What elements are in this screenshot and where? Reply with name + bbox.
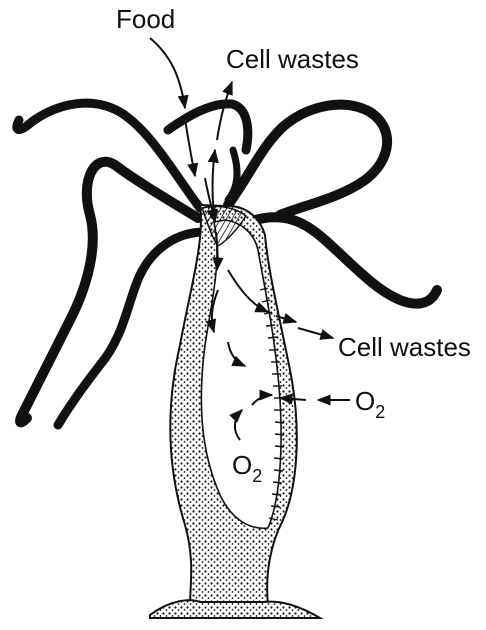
tentacle-left <box>20 162 198 423</box>
waste-arrow-right-2 <box>298 328 333 338</box>
label-food: Food <box>116 4 175 34</box>
tentacle-top-curl-2 <box>228 150 237 200</box>
o2-right-base: O <box>355 386 375 416</box>
label-o2-right: O2 <box>355 386 385 422</box>
foot-base <box>150 600 320 618</box>
o2-inner-base: O <box>232 450 252 480</box>
o2-right-sub: 2 <box>375 402 385 422</box>
tentacle-right <box>255 217 437 303</box>
food-arrow-1 <box>150 38 185 108</box>
waste-arrow-top-2 <box>217 82 232 140</box>
hydra-body <box>150 205 320 618</box>
label-cell-wastes-top: Cell wastes <box>226 44 359 74</box>
tentacle-upper-left <box>17 103 200 208</box>
food-arrow-2 <box>185 118 195 176</box>
tentacle-upper-right <box>228 105 387 215</box>
label-cell-wastes-right: Cell wastes <box>338 332 471 362</box>
tentacle-top-curl <box>168 104 248 150</box>
o2-inner-sub: 2 <box>252 466 262 486</box>
